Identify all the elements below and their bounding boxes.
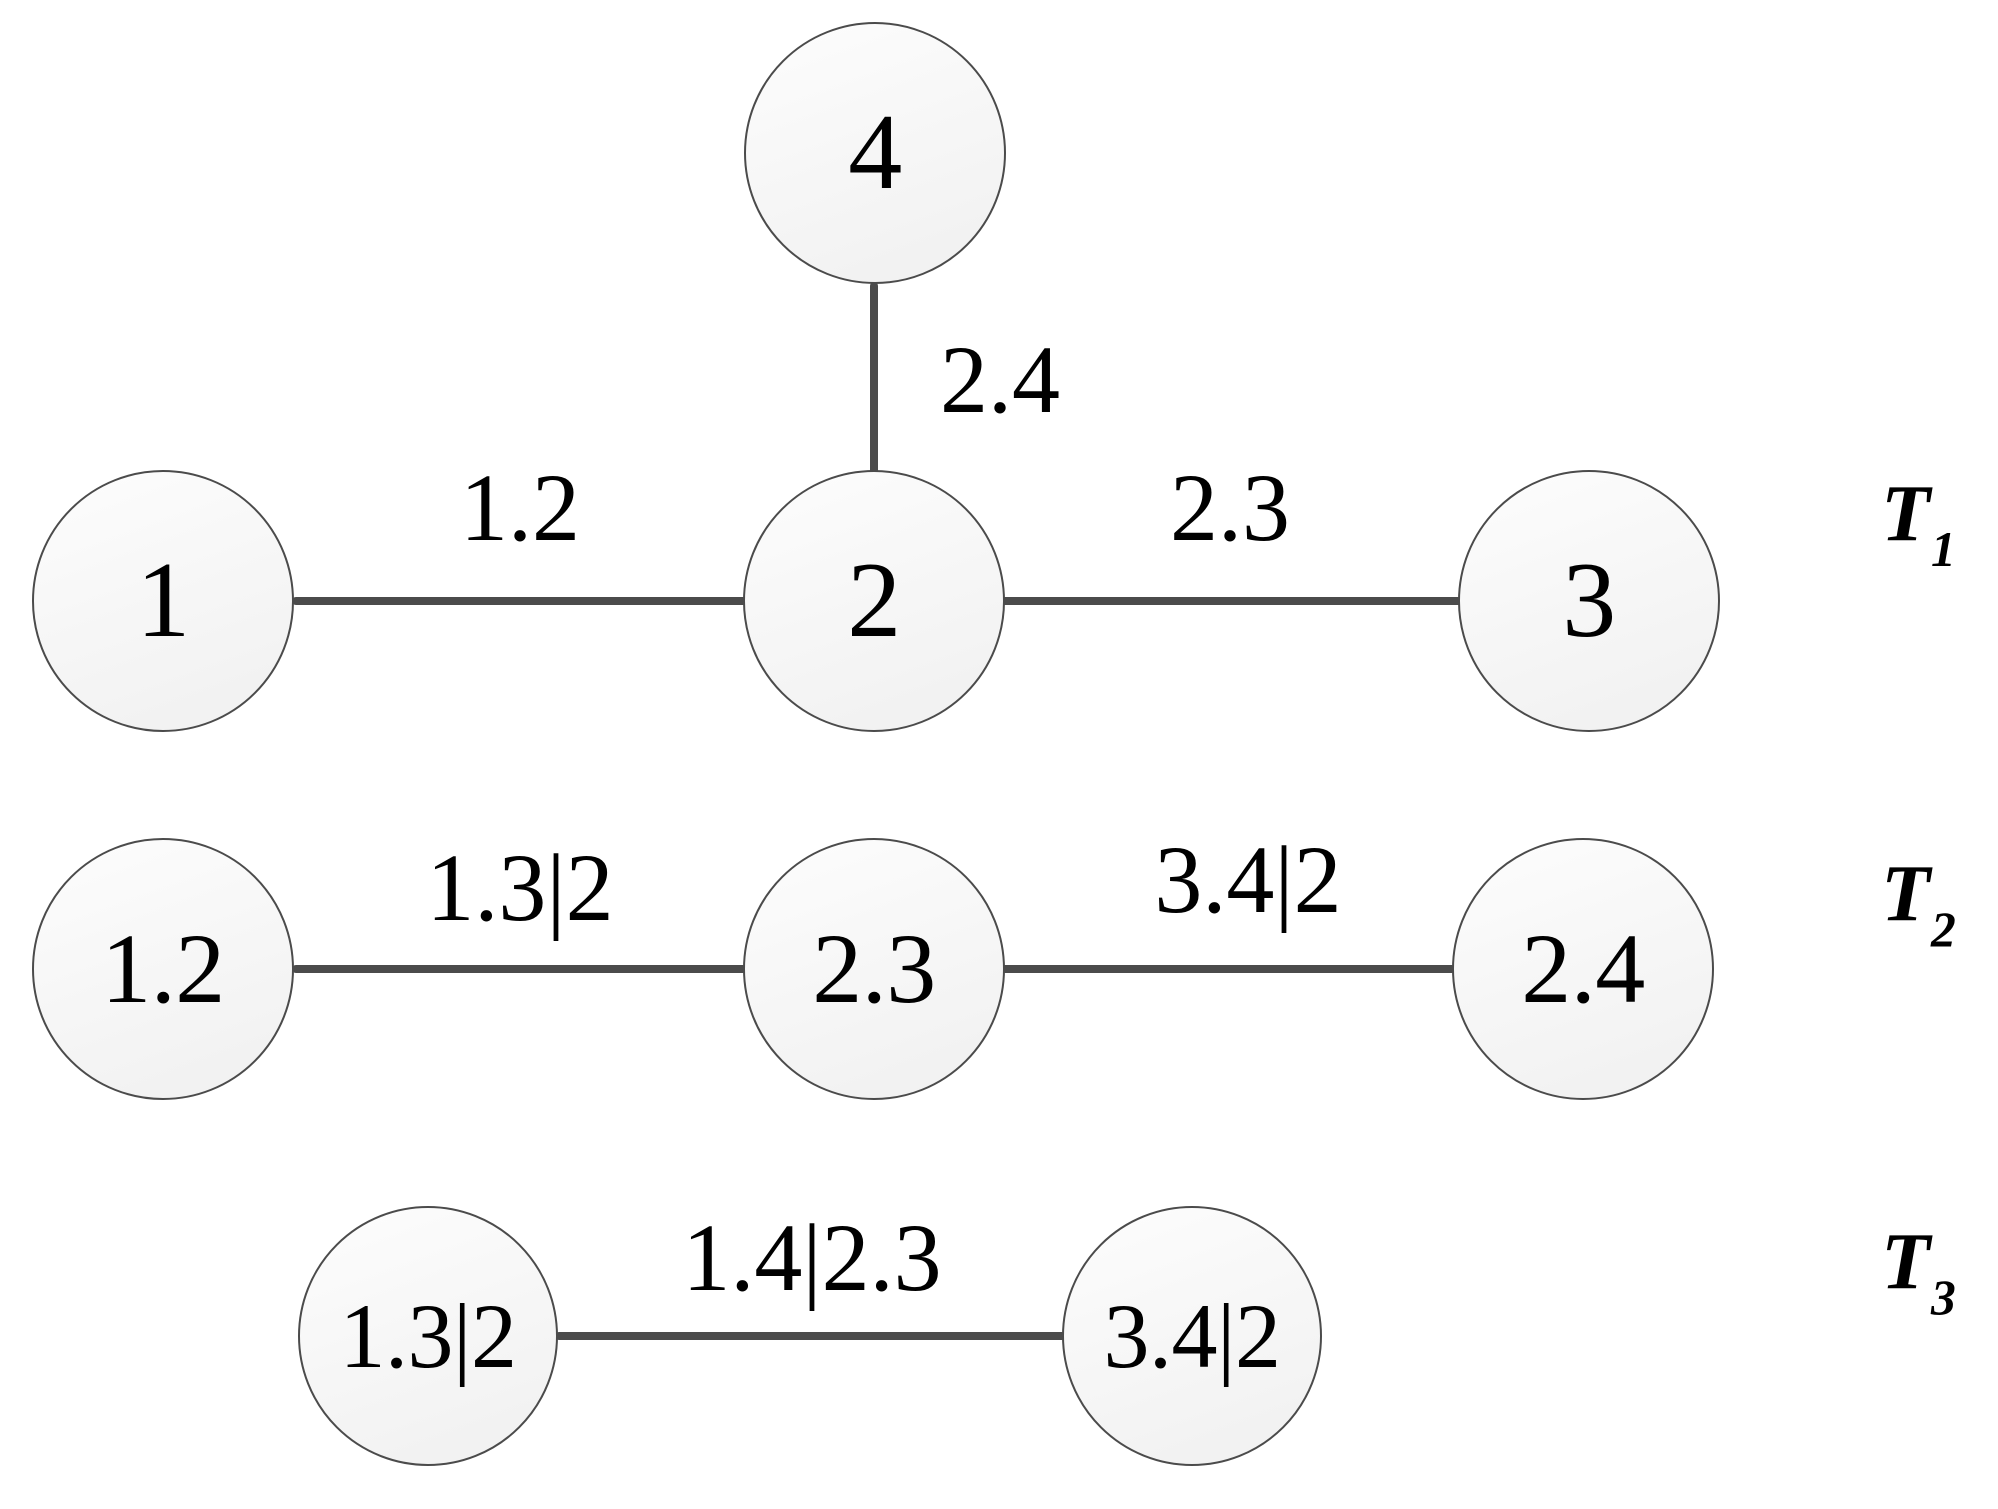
node-2-label: 2 (847, 541, 901, 660)
node-4-label: 4 (848, 93, 902, 212)
row-label-T1: T1 (1881, 474, 1956, 574)
node-2-3-label: 2.3 (812, 913, 936, 1024)
node-4[interactable]: 4 (744, 22, 1006, 284)
row-label-T3: T3 (1881, 1222, 1956, 1322)
node-2-3[interactable]: 2.3 (743, 838, 1005, 1100)
node-2-4-label: 2.4 (1521, 913, 1645, 1024)
edge-label-13given2: 1.3|2 (426, 834, 614, 941)
edge-label-2-3: 2.3 (1170, 454, 1290, 561)
row-label-T2-sub: 2 (1931, 902, 1956, 958)
node-34given2-label: 3.4|2 (1103, 1285, 1281, 1387)
row-label-T3-base: T (1881, 1218, 1931, 1307)
node-2[interactable]: 2 (743, 470, 1005, 732)
node-2-4[interactable]: 2.4 (1452, 838, 1714, 1100)
node-13given2[interactable]: 1.3|2 (298, 1206, 558, 1466)
node-3-label: 3 (1562, 541, 1616, 660)
edge-label-1-2: 1.2 (460, 454, 580, 561)
edge-label-34given2: 3.4|2 (1154, 826, 1342, 933)
node-1-2[interactable]: 1.2 (32, 838, 294, 1100)
edge-label-2-4: 2.4 (940, 326, 1060, 433)
edge-label-14given23: 1.4|2.3 (682, 1204, 942, 1311)
row-label-T2: T2 (1881, 854, 1956, 954)
row-label-T3-sub: 3 (1931, 1270, 1956, 1326)
node-1[interactable]: 1 (32, 470, 294, 732)
row-label-T1-sub: 1 (1931, 522, 1956, 578)
node-13given2-label: 1.3|2 (339, 1285, 517, 1387)
node-3[interactable]: 3 (1458, 470, 1720, 732)
node-1-label: 1 (136, 541, 190, 660)
node-1-2-label: 1.2 (101, 913, 225, 1024)
row-label-T2-base: T (1881, 850, 1931, 939)
row-label-T1-base: T (1881, 470, 1931, 559)
node-34given2[interactable]: 3.4|2 (1062, 1206, 1322, 1466)
